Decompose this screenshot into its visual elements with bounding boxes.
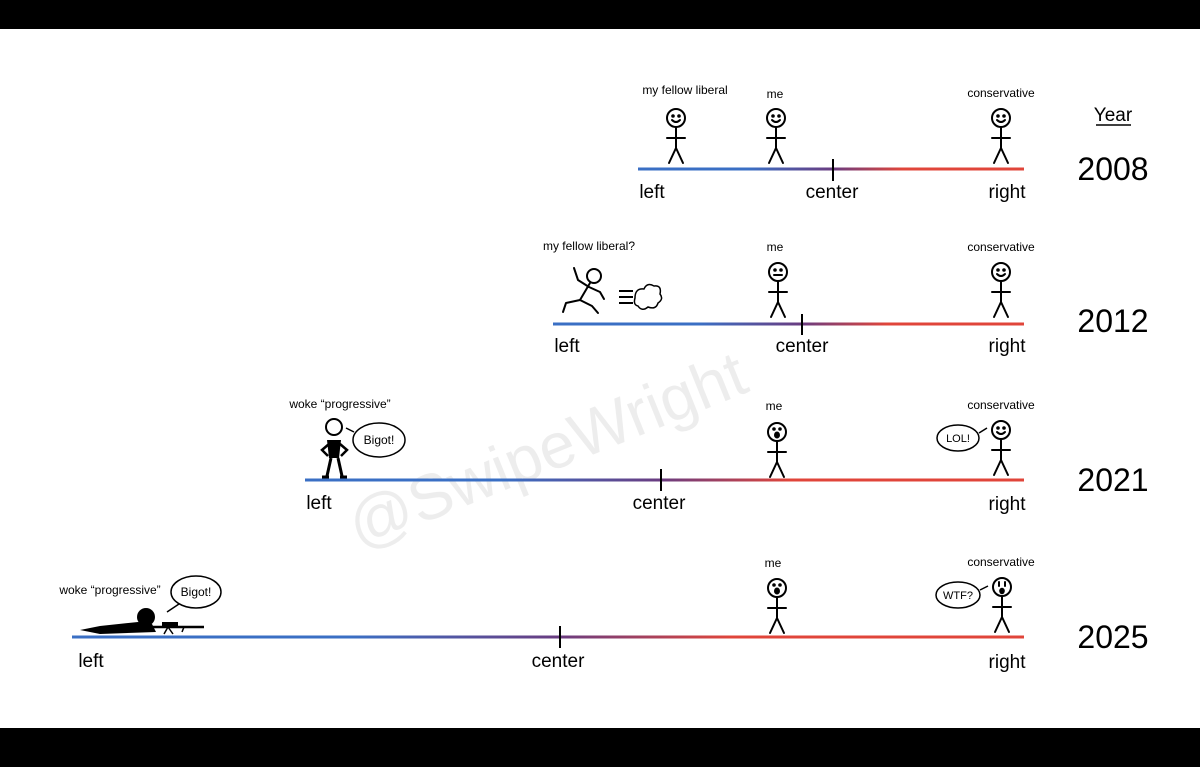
speech-text: Bigot! bbox=[364, 433, 395, 447]
conservative-stick-figure bbox=[991, 420, 1011, 476]
axis-center-label: center bbox=[806, 182, 859, 203]
speech-text: LOL! bbox=[946, 433, 970, 445]
year-label: 2025 bbox=[1077, 619, 1148, 655]
running-liberal-stick-figure bbox=[562, 267, 605, 314]
figure-label: me bbox=[765, 556, 782, 570]
axis-center-label: center bbox=[633, 493, 686, 514]
axis-right-label: right bbox=[989, 494, 1027, 515]
row-2012: left center right 2012 my fellow liberal… bbox=[543, 239, 1149, 357]
me-stick-figure bbox=[767, 422, 787, 478]
figure-label: me bbox=[766, 399, 783, 413]
me-stick-figure bbox=[766, 108, 786, 164]
figure-label: me bbox=[767, 240, 784, 254]
liberal-stick-figure bbox=[666, 108, 686, 164]
year-header: Year bbox=[1094, 105, 1133, 126]
speech-bubble: LOL! bbox=[936, 424, 988, 452]
conservative-stick-figure bbox=[992, 577, 1012, 633]
conservative-stick-figure bbox=[991, 262, 1011, 318]
progressive-stick-figure bbox=[320, 418, 349, 479]
year-label: 2021 bbox=[1077, 462, 1148, 498]
figure-label: woke “progressive” bbox=[58, 583, 160, 597]
figure-label: my fellow liberal bbox=[642, 83, 727, 97]
year-label: 2008 bbox=[1077, 151, 1148, 187]
figure-label: my fellow liberal? bbox=[543, 239, 635, 253]
axis-left-label: left bbox=[78, 651, 104, 672]
figure-label: conservative bbox=[967, 398, 1035, 412]
me-stick-figure bbox=[767, 578, 787, 634]
speech-bubble: Bigot! bbox=[345, 422, 406, 458]
axis-center-label: center bbox=[776, 336, 829, 357]
speech-bubble: WTF? bbox=[935, 581, 989, 609]
row-2025: left center right 2025 woke “progressive… bbox=[58, 555, 1148, 673]
figure-label: woke “progressive” bbox=[288, 397, 390, 411]
axis-left-label: left bbox=[639, 182, 665, 203]
figure-label: conservative bbox=[967, 240, 1035, 254]
figure-label: conservative bbox=[967, 86, 1035, 100]
axis-left-label: left bbox=[306, 493, 332, 514]
axis-right-label: right bbox=[989, 182, 1027, 203]
speech-text: WTF? bbox=[943, 590, 973, 602]
row-2008: left center right 2008 my fellow liberal… bbox=[638, 83, 1149, 203]
axis-right-label: right bbox=[989, 336, 1027, 357]
axis-right-label: right bbox=[989, 652, 1027, 673]
conservative-stick-figure bbox=[991, 108, 1011, 164]
prone-sniper-figure bbox=[80, 608, 204, 635]
me-stick-figure bbox=[768, 262, 788, 318]
speech-text: Bigot! bbox=[181, 585, 212, 599]
row-2021: left center right 2021 woke “progressive… bbox=[288, 397, 1148, 515]
figure-label: me bbox=[767, 87, 784, 101]
figure-label: conservative bbox=[967, 555, 1035, 569]
year-label: 2012 bbox=[1077, 303, 1148, 339]
canvas bbox=[0, 29, 1200, 728]
axis-left-label: left bbox=[554, 336, 580, 357]
axis-center-label: center bbox=[532, 651, 585, 672]
dust-cloud-icon bbox=[619, 283, 663, 310]
speech-bubble: Bigot! bbox=[166, 575, 222, 613]
